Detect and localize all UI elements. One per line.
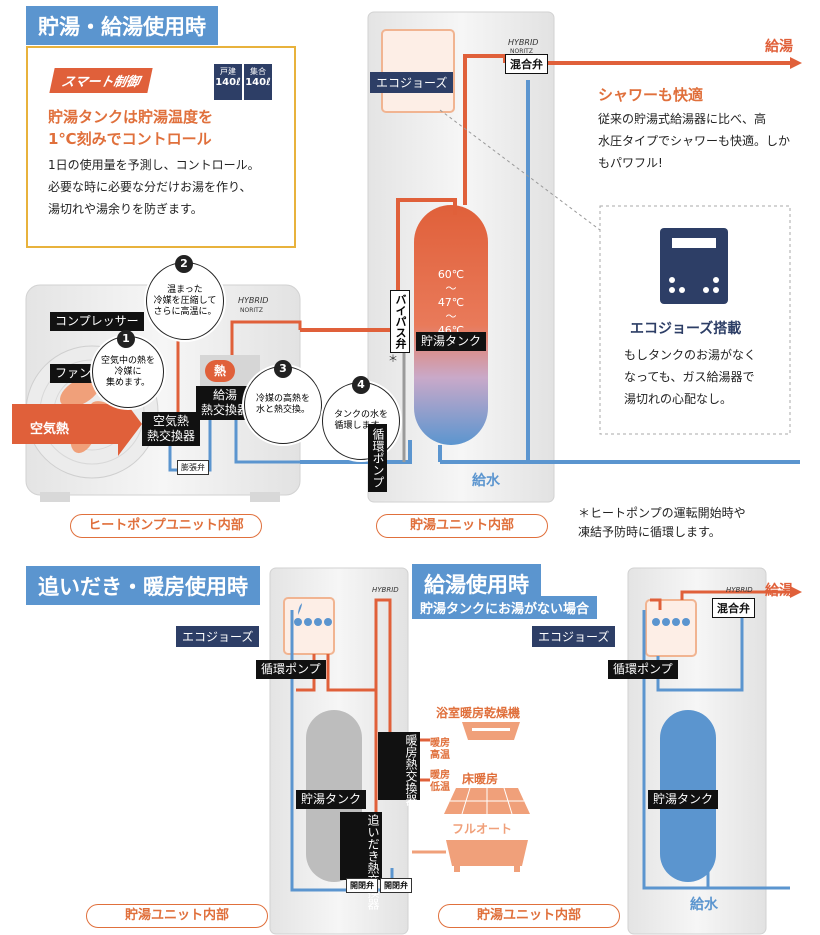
bypass-asterisk: ＊	[388, 354, 398, 365]
shower-body: 従来の貯湯式給湯器に比べ、高 水圧タイプでシャワーも快適。しか もパワフル!	[598, 112, 791, 170]
step-number-4: 4	[352, 376, 370, 394]
storage-caption: 貯湯ユニット内部	[376, 514, 548, 538]
expansion-valve-label: 膨張弁	[177, 460, 209, 475]
mix-valve-label: 混合弁	[505, 54, 548, 74]
step-circle-4: タンクの水を 循環します。	[322, 382, 400, 460]
section-title-reheat: 追いだき・暖房使用時	[26, 566, 260, 605]
open-close-valve-1: 開閉弁	[346, 878, 378, 893]
heating-exchanger-label: 暖房熱交換器	[378, 732, 420, 806]
step-circle-3: 冷媒の高熱を 水と熱交換。	[244, 366, 322, 444]
bathtub-icon	[446, 840, 528, 872]
storage-logo: HYBRID	[508, 38, 539, 47]
water-in-label: 給水	[472, 473, 500, 489]
hot-water-out-label: 給湯	[765, 39, 793, 55]
compressor-label: コンプレッサー	[50, 312, 144, 331]
bypass-valve-label: バイパス弁	[390, 290, 410, 353]
storage-tank-top	[414, 205, 488, 445]
air-heat-label: 空気熱	[30, 422, 70, 437]
air-heat-arrow	[12, 392, 142, 456]
supply-mix-valve-label: 混合弁	[712, 598, 755, 618]
tank-temperatures: 60℃ 〜 47℃ 〜 46℃	[437, 268, 465, 337]
step-number-2: 2	[175, 255, 193, 273]
shower-title: シャワーも快適	[598, 86, 704, 104]
smart-control-box: スマート制御 戸建 140ℓ 集合 140ℓ 貯湯タンクは貯湯温度を 1℃刻みで…	[26, 46, 296, 248]
floor-heating-label: 床暖房	[462, 772, 499, 786]
ecojozu-label: エコジョーズ	[370, 72, 454, 93]
supply-ecojozu-label: エコジョーズ	[532, 626, 616, 647]
smart-body: 1日の使用量を予測し、コントロール。 必要な時に必要な分だけお湯を作り、 湯切れ…	[48, 158, 260, 216]
bath-dryer-icon	[462, 722, 520, 740]
smart-heading: 貯湯タンクは貯湯温度を 1℃刻みでコントロール	[48, 108, 214, 148]
step-number-3: 3	[274, 360, 292, 378]
supply-hot-out-label: 給湯	[765, 583, 793, 599]
reheat-logo: HYBRID	[372, 586, 399, 594]
storage-tank-label: 貯湯タンク	[416, 332, 487, 351]
step-circle-2: 温まった 冷媒を圧縮して さらに高温に。	[146, 262, 224, 340]
reheat-exchanger-label: 追いだき熱交換器	[340, 812, 382, 910]
full-auto-label: フルオート	[452, 822, 513, 836]
supply-pump-label: 循環ポンプ	[608, 660, 678, 679]
reheat-caption: 貯湯ユニット内部	[86, 904, 268, 928]
capacity-tag-apartment: 集合 140ℓ	[244, 64, 272, 100]
eco-title: エコジョーズ搭載	[630, 321, 742, 337]
reheat-ecojozu-label: エコジョーズ	[176, 626, 260, 647]
floor-heating-icon	[444, 787, 530, 815]
supply-tank-label: 貯湯タンク	[648, 790, 719, 809]
circulation-note: ＊ヒートポンプの運転開始時や 凍結予防時に循環します。	[578, 506, 746, 539]
section-subtitle-supply: 貯湯タンクにお湯がない場合	[412, 596, 598, 619]
section-title-storage: 貯湯・給湯使用時	[26, 6, 218, 45]
heat-pump-logo: HYBRID	[238, 296, 269, 305]
eco-body: もしタンクのお湯がなく なっても、ガス給湯器で 湯切れの心配なし。	[624, 348, 757, 406]
supply-logo: HYBRID	[726, 586, 753, 594]
flame-droplets-icon	[294, 603, 332, 626]
step-number-1: 1	[117, 330, 135, 348]
capacity-tag-house: 戸建 140ℓ	[214, 64, 242, 100]
reheat-pump-label: 循環ポンプ	[256, 660, 326, 679]
fan-label: ファン	[50, 364, 97, 383]
water-heater-icon	[660, 228, 728, 304]
air-heat-exchanger-label: 空気熱 熱交換器	[142, 412, 201, 446]
heating-high-label: 暖房高温	[430, 738, 450, 761]
flame-droplets-icon-2	[652, 618, 690, 626]
open-close-valve-2: 開閉弁	[380, 878, 412, 893]
heat-pump-logo-sub: NORITZ	[240, 307, 263, 314]
smart-control-badge: スマート制御	[49, 68, 153, 93]
supply-water-in-label: 給水	[690, 897, 718, 913]
heat-badge: 熱	[205, 360, 235, 382]
storage-logo-sub: NORITZ	[510, 48, 533, 55]
heat-pump-caption: ヒートポンプユニット内部	[70, 514, 262, 538]
supply-caption: 貯湯ユニット内部	[438, 904, 620, 928]
bath-dryer-label: 浴室暖房乾燥機	[436, 706, 521, 720]
reheat-tank-label: 貯湯タンク	[296, 790, 367, 809]
circulation-pump-label: 循環ポンプ	[368, 424, 387, 492]
heating-low-label: 暖房低温	[430, 770, 450, 793]
